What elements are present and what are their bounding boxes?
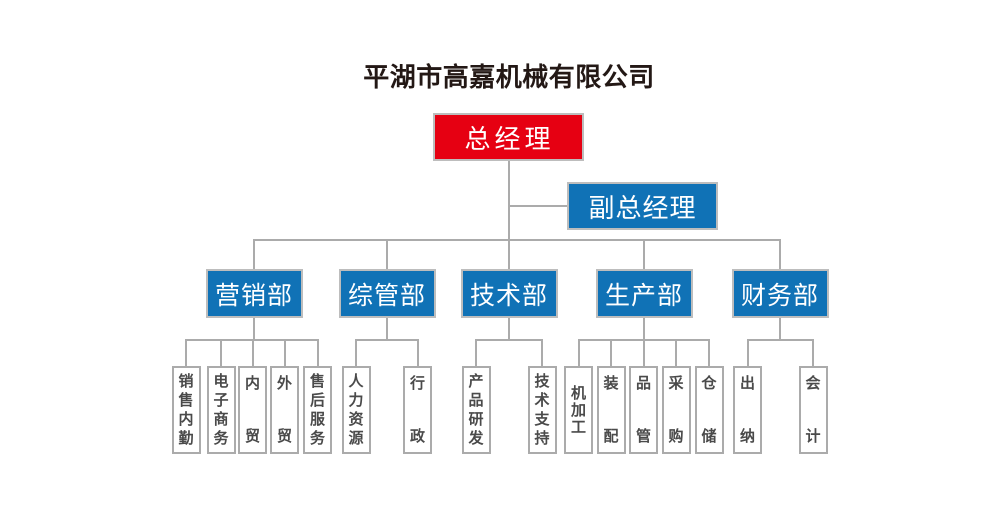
department-box: 生产部 bbox=[595, 269, 693, 318]
department-box: 综管部 bbox=[338, 269, 436, 318]
connector-line bbox=[355, 339, 357, 366]
connector-line bbox=[386, 239, 388, 269]
general-manager-box: 总经理 bbox=[433, 113, 584, 161]
sub-department-box: 采购 bbox=[661, 366, 691, 454]
sub-department-box: 品管 bbox=[629, 366, 658, 454]
connector-line bbox=[779, 239, 781, 269]
sub-department-box: 仓储 bbox=[694, 366, 724, 454]
connector-line bbox=[253, 318, 255, 341]
deputy-general-manager-label: 副总经理 bbox=[588, 192, 697, 223]
connector-line bbox=[355, 339, 419, 341]
connector-line bbox=[508, 239, 510, 269]
connector-line bbox=[541, 339, 543, 366]
sub-department-label: 行政 bbox=[409, 375, 425, 445]
sub-department-label: 外贸 bbox=[276, 375, 292, 445]
connector-line bbox=[253, 239, 255, 269]
sub-department-label: 电子商务 bbox=[213, 373, 229, 447]
sub-department-label: 仓储 bbox=[701, 375, 717, 445]
connector-line bbox=[508, 318, 510, 341]
connector-line bbox=[185, 339, 187, 366]
connector-line bbox=[253, 239, 781, 241]
connector-line bbox=[416, 339, 419, 366]
connector-line bbox=[643, 318, 645, 341]
sub-department-label: 产品研发 bbox=[468, 373, 484, 447]
department-box: 技术部 bbox=[460, 269, 558, 318]
connector-line bbox=[746, 339, 814, 341]
connector-line bbox=[475, 339, 543, 341]
connector-line bbox=[610, 339, 612, 366]
deputy-general-manager-box: 副总经理 bbox=[567, 182, 718, 230]
sub-department-label: 人力资源 bbox=[348, 373, 364, 447]
connector-line bbox=[386, 318, 388, 341]
sub-department-label: 会计 bbox=[805, 375, 821, 445]
department-label: 生产部 bbox=[604, 281, 683, 310]
department-label: 综管部 bbox=[347, 281, 426, 310]
general-manager-label: 总经理 bbox=[464, 123, 555, 154]
department-label: 财务部 bbox=[740, 281, 819, 310]
sub-department-label: 品管 bbox=[635, 375, 651, 445]
connector-line bbox=[779, 318, 781, 341]
sub-department-label: 装配 bbox=[603, 375, 619, 445]
sub-department-label: 内贸 bbox=[244, 375, 260, 445]
connector-line bbox=[316, 339, 319, 366]
connector-line bbox=[475, 339, 477, 366]
sub-department-box: 电子商务 bbox=[206, 366, 236, 454]
connector-line bbox=[675, 339, 677, 366]
connector-line bbox=[643, 239, 645, 269]
sub-department-box: 出纳 bbox=[733, 366, 762, 454]
department-label: 技术部 bbox=[469, 281, 548, 310]
department-box: 财务部 bbox=[731, 269, 829, 318]
connector-line bbox=[746, 339, 749, 366]
sub-department-box: 外贸 bbox=[270, 366, 299, 454]
sub-department-box: 销售内勤 bbox=[171, 366, 201, 454]
connector-line bbox=[251, 339, 254, 366]
connector-line bbox=[812, 339, 814, 366]
sub-department-label: 销售内勤 bbox=[178, 373, 194, 447]
connector-line bbox=[220, 339, 222, 366]
connector-line bbox=[508, 161, 510, 241]
department-box: 营销部 bbox=[205, 269, 303, 318]
sub-department-label: 售后服务 bbox=[309, 373, 325, 447]
sub-department-box: 技术支持 bbox=[527, 366, 557, 454]
sub-department-box: 人力资源 bbox=[341, 366, 371, 454]
sub-department-box: 内贸 bbox=[238, 366, 267, 454]
sub-department-label: 技术支持 bbox=[534, 373, 550, 447]
company-title: 平湖市高嘉机械有限公司 bbox=[363, 62, 655, 92]
sub-department-box: 会计 bbox=[798, 366, 828, 454]
sub-department-label: 机加工 bbox=[570, 384, 586, 436]
sub-department-box: 产品研发 bbox=[461, 366, 491, 454]
sub-department-box: 机加工 bbox=[564, 366, 593, 454]
connector-line bbox=[577, 339, 580, 366]
sub-department-label: 采购 bbox=[668, 375, 684, 445]
connector-line bbox=[642, 339, 645, 366]
sub-department-label: 出纳 bbox=[739, 375, 755, 445]
sub-department-box: 装配 bbox=[596, 366, 626, 454]
department-label: 营销部 bbox=[214, 281, 293, 310]
connector-line bbox=[283, 339, 286, 366]
connector-line bbox=[508, 205, 568, 207]
connector-line bbox=[708, 339, 710, 366]
sub-department-box: 行政 bbox=[403, 366, 432, 454]
sub-department-box: 售后服务 bbox=[303, 366, 332, 454]
